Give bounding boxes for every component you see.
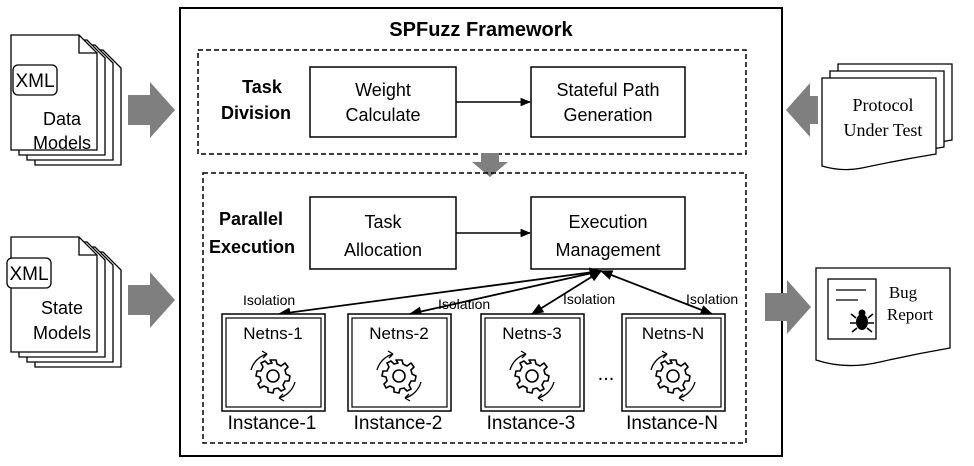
task-allocation-box: [309, 196, 457, 270]
bug-icon: [850, 309, 874, 333]
execution-management-line2: Management: [555, 240, 660, 260]
protocol-input-arrow: [786, 83, 818, 137]
state-models-line2: Models: [33, 323, 91, 343]
instance-name-2: Instance-2: [354, 413, 443, 434]
framework-title: SPFuzz Framework: [389, 19, 573, 41]
isolation-label-1: Isolation: [243, 292, 295, 308]
isolation-arrow-3: [530, 270, 603, 315]
execution-management-box: [530, 196, 686, 270]
stateful-path-line2: Generation: [563, 105, 652, 125]
data-models-badge: XML: [15, 71, 54, 92]
data-models-line2: Models: [33, 133, 91, 153]
data-models-line1: Data: [43, 109, 82, 129]
xml-badge: [12, 64, 58, 96]
isolation-label-n: Isolation: [686, 291, 738, 307]
weight-calculate-line1: Weight: [355, 80, 411, 100]
parallel-execution-label-line1: Parallel: [219, 209, 283, 229]
weight-calculate-box: [309, 66, 457, 138]
stateful-path-generation-box: [530, 66, 686, 138]
state-models-line1: State: [41, 298, 83, 318]
instances-ellipsis: ...: [598, 363, 615, 385]
protocol-under-test-doc-stack: Protocol Under Test: [821, 63, 953, 171]
parallel-execution-label-line2: Execution: [209, 237, 295, 257]
section-down-arrow: [472, 153, 508, 177]
task-division-label-line1: Task: [242, 77, 283, 97]
instance-name-3: Instance-3: [487, 413, 576, 434]
instance-name-n: Instance-N: [626, 413, 718, 434]
task-division-section: [197, 49, 747, 155]
bug-report-line1: Bug: [889, 283, 918, 302]
netns-label-2: Netns-2: [369, 324, 429, 343]
xml-badge: [6, 257, 52, 289]
netns-label-n: Netns-N: [642, 324, 704, 343]
data-models-doc-stack: XML Data Models: [10, 34, 122, 166]
task-allocation-line2: Allocation: [344, 240, 422, 260]
instance-name-1: Instance-1: [228, 413, 317, 434]
protocol-line1: Protocol: [853, 95, 914, 115]
isolation-label-3: Isolation: [563, 291, 615, 307]
stateful-path-line1: Stateful Path: [556, 80, 659, 100]
protocol-line2: Under Test: [844, 120, 923, 140]
state-models-badge: XML: [9, 264, 48, 285]
instance-n: Netns-N Instance-N: [621, 313, 726, 434]
isolation-arrow-n: [599, 270, 714, 315]
bug-report-doc: Bug Report: [815, 267, 951, 367]
netns-label-3: Netns-3: [502, 324, 562, 343]
bug-report-output-arrow: [765, 280, 811, 334]
data-models-input-arrow: [128, 82, 175, 138]
netns-label-1: Netns-1: [243, 324, 303, 343]
state-models-input-arrow: [128, 272, 175, 328]
task-division-label-line2: Division: [221, 103, 291, 123]
execution-management-line1: Execution: [568, 212, 647, 232]
bug-report-line2: Report: [887, 305, 934, 324]
task-allocation-line1: Task: [364, 212, 402, 232]
instance-3: Netns-3 Instance-3: [480, 313, 585, 434]
weight-calculate-line2: Calculate: [345, 105, 420, 125]
instance-1: Netns-1 Instance-1: [221, 313, 326, 434]
parallel-execution-section: [202, 172, 747, 444]
isolation-label-2: Isolation: [438, 296, 490, 312]
instance-2: Netns-2 Instance-2: [347, 313, 452, 434]
state-models-doc-stack: XML State Models: [6, 236, 122, 368]
